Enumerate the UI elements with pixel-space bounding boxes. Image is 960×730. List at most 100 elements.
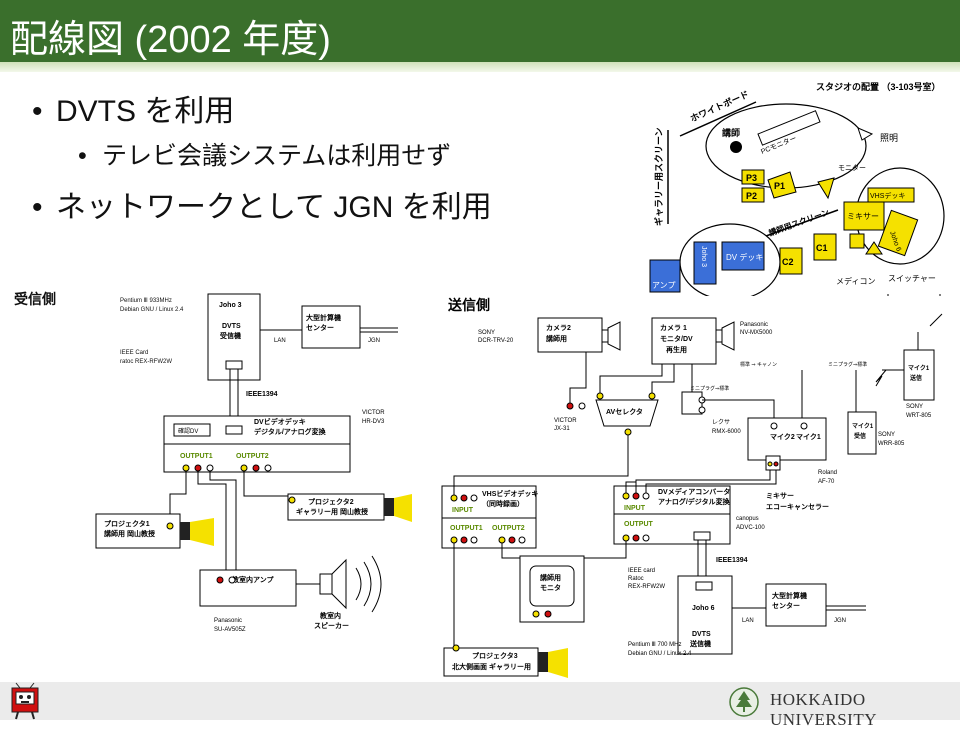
send-vhs-output1: OUTPUT1	[450, 525, 483, 532]
send-converter-line2: アナログ/デジタル変換	[658, 497, 731, 506]
p1-label: P1	[774, 181, 785, 191]
light-icon	[857, 127, 874, 141]
receive-projector2	[287, 493, 385, 521]
send-ieee-card-2: Ratoc	[628, 576, 644, 582]
amp-icon	[649, 259, 681, 293]
send-cam1-line2: モニタ/DV	[660, 334, 693, 343]
receive-proj2-line2: ギャラリー用 岡山教授	[296, 507, 369, 516]
send-cam2-line2: 講師用	[546, 334, 567, 343]
receive-joho3-role2: 受信機	[220, 331, 241, 340]
send-mixer-box	[747, 417, 827, 461]
send-mic2-label: マイク2	[770, 432, 795, 441]
send-av-selector-label: AVセレクタ	[606, 407, 643, 416]
send-canopus-2: ADVC-100	[736, 525, 765, 531]
send-cam2-model-1: SONY	[478, 330, 495, 336]
receive-victor-2: HR-DV3	[362, 419, 385, 425]
receive-heading: 受信側	[14, 291, 56, 307]
send-mic1-transmitter	[903, 349, 935, 401]
send-mixer-model-2: RMX-6000	[712, 429, 741, 435]
send-projector3	[443, 647, 539, 677]
receive-deck-line2: デジタル/アナログ変換	[254, 427, 327, 436]
mixer-label: ミキサー	[847, 212, 879, 221]
medicon-icon	[849, 233, 865, 249]
amp-label: アンプ	[652, 281, 675, 290]
send-vhs-line2: （同時録画）	[482, 499, 524, 508]
send-vhs-line1: VHSビデオデッキ	[482, 489, 538, 498]
send-joho6-role2: 送信機	[689, 639, 711, 648]
p3-label: P3	[746, 173, 757, 183]
send-converter-output: OUTPUT	[624, 521, 654, 528]
send-lan-label: LAN	[742, 618, 754, 624]
send-canopus-1: canopus	[736, 516, 759, 522]
c1-icon	[813, 233, 837, 261]
receive-output1: OUTPUT1	[180, 453, 213, 460]
joho3-icon	[693, 241, 717, 285]
send-monitor-line1: 講師用	[540, 573, 561, 582]
switcher-icon	[865, 241, 883, 255]
receive-pc-spec-2: Debian GNU / Linux 2.4	[120, 307, 184, 313]
title-underline	[0, 62, 960, 72]
send-camera1	[651, 317, 717, 365]
monitor-label: モニター	[838, 163, 866, 172]
title-bar: 配線図 (2002 年度)	[0, 0, 960, 62]
send-mic1-tx-line1: マイク1	[908, 364, 930, 372]
send-mic1-rx-model-2: WRR-805	[878, 441, 905, 447]
dv-deck-icon	[721, 241, 765, 271]
receive-proj1-line2: 講師用 岡山教授	[104, 529, 156, 538]
send-roland-1: Roland	[818, 470, 837, 476]
receive-joho3-name: Joho 3	[219, 302, 242, 309]
send-mixer-line2: エコーキャンセラー	[766, 503, 829, 511]
receive-dv-monitor-label: 確認DV	[178, 427, 198, 435]
slide-title: 配線図 (2002 年度)	[10, 19, 331, 61]
switcher-label: スイッチャー	[888, 274, 936, 283]
receive-amp-model-2: SU-AV505Z	[214, 627, 246, 633]
monitor-icon	[817, 177, 835, 200]
bullet-jgn: •ネットワークとして JGN を利用	[32, 182, 492, 226]
send-heading: 送信側	[447, 297, 490, 313]
send-mic1-rx-model-1: SONY	[878, 432, 895, 438]
pc-monitor-icon	[757, 110, 821, 146]
send-pc-spec-2: Debian GNU / Linux 2.4	[628, 651, 692, 657]
receive-proj2-line1: プロジェクタ2	[308, 497, 354, 506]
receive-amp-model-1: Panasonic	[214, 618, 242, 624]
receive-speaker-line1: 教室内	[319, 611, 341, 620]
p2-icon	[741, 187, 765, 203]
send-cam2-line1: カメラ2	[546, 324, 571, 332]
send-mic1-tx-model-1: SONY	[906, 404, 923, 410]
receive-victor-1: VICTOR	[362, 410, 385, 416]
send-converter-input: INPUT	[624, 505, 646, 512]
receive-center-line1: 大型計算機	[306, 313, 341, 322]
send-pc-spec-1: Pentium Ⅲ 700 MHz	[628, 642, 682, 648]
send-jgn-label: JGN	[834, 618, 846, 624]
receive-center-box	[301, 305, 361, 349]
c1-label: C1	[816, 243, 828, 253]
receive-joho3-role1: DVTS	[222, 323, 241, 330]
light-label: 照明	[880, 133, 898, 143]
receive-amp-label: 教室内アンプ	[231, 575, 275, 584]
receive-ieee-card-1: IEEE Card	[120, 350, 148, 356]
send-mic1-receiver	[847, 411, 877, 455]
speaker-icon	[319, 573, 333, 595]
mascot-logo-icon	[11, 682, 39, 720]
studio-title: スタジオの配置 （3-103号室）	[816, 81, 941, 92]
send-plug3-label: ミニプラグ⇒標準	[828, 361, 867, 368]
send-mic1-rx-line2: 受信	[854, 432, 866, 440]
receive-pc-spec-1: Pentium Ⅲ 933MHz	[120, 298, 172, 304]
send-mic1-tx-model-2: WRT-805	[906, 413, 932, 419]
send-mic1-tx-line2: 送信	[909, 374, 922, 382]
lecturer-screen-label: 講師用スクリーン	[767, 207, 830, 238]
send-cam1-model-1: Panasonic	[740, 322, 768, 328]
send-ieee-card-1: IEEE card	[628, 568, 655, 574]
receive-ieee1394-label: IEEE1394	[246, 391, 278, 398]
send-av-selector	[595, 399, 659, 427]
send-victor-2: JX-31	[554, 426, 570, 432]
send-mixer-line1: ミキサー	[766, 492, 794, 500]
send-proj3-line2: 北大側画面 ギャラリー用	[452, 662, 531, 671]
send-ieee1394-label: IEEE1394	[716, 557, 748, 564]
send-converter-line1: DVメディアコンバータ	[658, 487, 730, 496]
send-camera2	[537, 317, 603, 353]
send-joho6-role1: DVTS	[692, 631, 711, 638]
send-ieee-card-3: REX-RFW2W	[628, 584, 665, 590]
send-center-line2: センター	[772, 601, 800, 610]
bullet-text: DVTS を利用	[56, 95, 235, 128]
